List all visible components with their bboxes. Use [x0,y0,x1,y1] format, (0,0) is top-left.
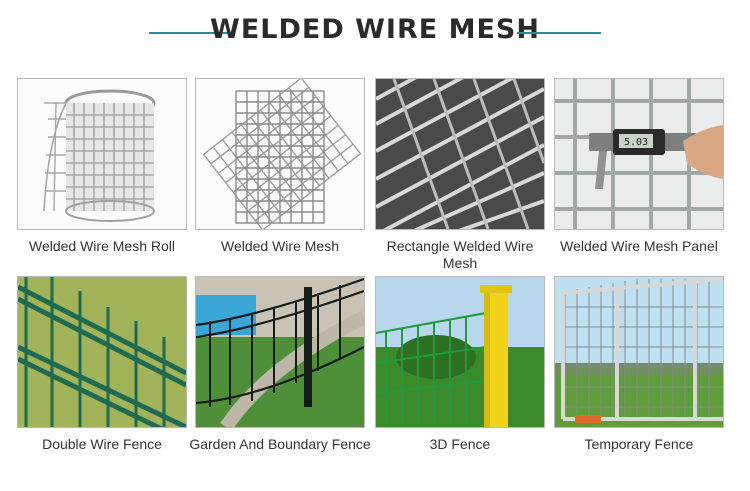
wire-mesh-roll-photo [17,78,187,230]
temporary-fence-photo [554,276,724,428]
product-label: Welded Wire Mesh Panel [560,238,718,254]
product-label: Temporary Fence [584,436,694,452]
rectangle-mesh-photo [375,78,545,230]
garden-fence-photo [195,276,365,428]
product-label: Welded Wire Mesh Roll [28,238,175,254]
wire-mesh-sheets-photo [195,78,365,230]
product-label: 3D Fence [429,436,491,452]
mesh-panel-caliper-photo: 5.03 [554,78,724,230]
product-label: Welded Wire Mesh [220,238,339,254]
page-header: WELDED WIRE MESH [0,10,750,54]
page-title: WELDED WIRE MESH [210,14,540,45]
product-label: Rectangle Welded Wire Mesh [386,238,534,271]
3d-fence-photo [375,276,545,428]
header-rule-right [517,32,601,34]
header-rule-left [149,32,233,34]
double-wire-fence-photo [17,276,187,428]
product-label: Garden And Boundary Fence [189,436,371,452]
caliper-reading: 5.03 [624,137,648,148]
product-label: Double Wire Fence [42,436,162,452]
